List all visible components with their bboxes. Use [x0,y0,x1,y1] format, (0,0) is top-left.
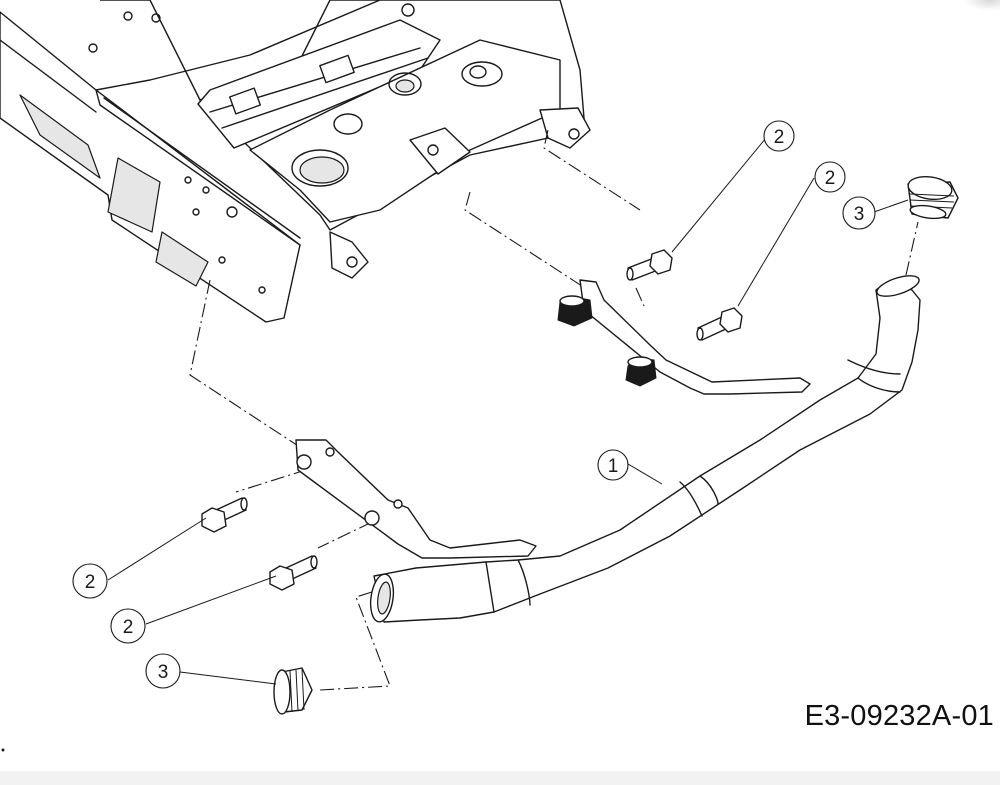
svg-text:3: 3 [854,204,865,225]
chassis-frame [0,0,591,323]
alignment-lines [189,129,919,691]
end-cap-upper [907,175,959,220]
corner-shadow [966,0,1000,10]
footer-bar [0,771,1000,785]
svg-text:1: 1 [608,456,619,477]
edge-dot [1,748,5,752]
bolt-lower-a [201,497,248,533]
callout-1-bumper: 1 [597,449,629,481]
svg-text:3: 3 [158,662,169,683]
callout-3-upper: 3 [842,196,876,230]
front-bumper [295,275,921,623]
bolt-upper-b [696,307,743,341]
bolt-upper-a [626,249,673,281]
svg-text:2: 2 [85,572,96,593]
drawing-code: E3-09232A-01 [804,700,994,732]
callout-2-upper-b: 2 [814,161,846,193]
svg-text:2: 2 [123,617,134,638]
svg-text:2: 2 [825,168,836,189]
callout-leaders [107,137,909,685]
callout-2-lower-a: 2 [72,563,108,599]
bolt-lower-b [269,555,318,591]
end-cap-lower [273,667,313,715]
callout-2-upper-a: 2 [763,120,795,152]
svg-text:2: 2 [774,127,785,148]
callout-2-lower-b: 2 [110,608,146,644]
callout-3-lower: 3 [145,653,181,689]
